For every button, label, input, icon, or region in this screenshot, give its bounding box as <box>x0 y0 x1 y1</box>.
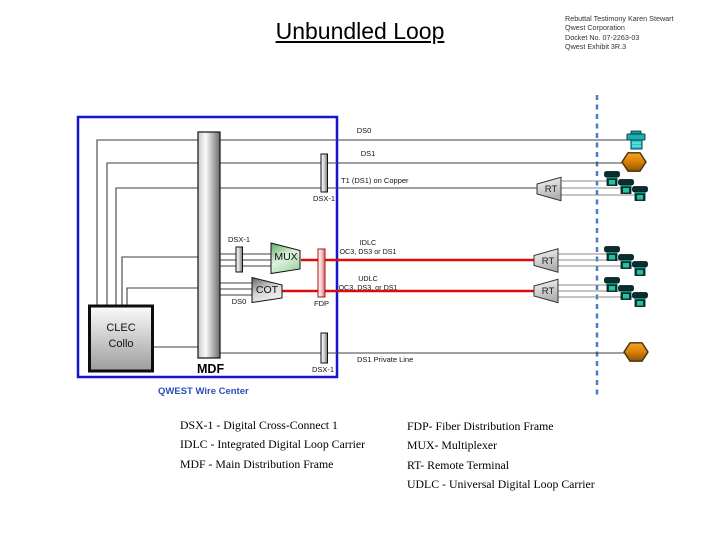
phone-icon <box>618 285 634 300</box>
dsx1-top-label: DSX-1 <box>312 194 336 203</box>
rt-drop-lines <box>558 180 640 298</box>
ds0-feed-label: DS0 <box>231 297 247 306</box>
idlc-detail: OC3, DS3 or DS1 <box>339 247 397 256</box>
rt1-label: RT <box>544 183 558 195</box>
idlc-name: IDLC <box>359 238 377 247</box>
phone-icon <box>604 277 620 292</box>
clec-line1: CLEC <box>106 322 136 334</box>
page-title: Unbundled Loop <box>275 18 445 44</box>
rt3-phone-icons <box>604 277 648 307</box>
legend-item: DSX-1 - Digital Cross-Connect 1 <box>180 418 338 432</box>
wire-center-box <box>76 115 339 379</box>
legend-item: UDLC - Universal Digital Loop Carrier <box>407 476 595 491</box>
clec-collo-box <box>88 304 154 373</box>
ds0-line <box>96 139 627 307</box>
dsx1-top-bar <box>320 153 328 193</box>
udlc-detail: OC3, DS3, or DS1 <box>338 283 398 292</box>
private-line-label: DS1 Private Line <box>357 355 414 364</box>
idlc-label: IDLC OC3, DS3 or DS1 <box>326 238 410 256</box>
ds0-terminal-icon <box>626 130 646 150</box>
legend-item: MDF - Main Distribution Frame <box>180 456 334 471</box>
copper-circuit-lines <box>96 139 627 354</box>
legend-item: MUX- Multiplexer <box>407 438 498 453</box>
mux-feed-line <box>121 256 198 307</box>
rt1-drops <box>561 180 640 196</box>
mdf-bar <box>197 131 221 359</box>
phone-icon <box>618 254 634 269</box>
dsx1-mid-label: DSX-1 <box>227 235 251 244</box>
mdf-to-mux-lines <box>220 253 271 267</box>
phone-icon <box>632 292 648 307</box>
mux-label: MUX <box>274 251 298 263</box>
ds0-label: DS0 <box>356 126 372 135</box>
ds1-line <box>106 162 624 307</box>
cot-label: COT <box>255 284 279 296</box>
mux-shape <box>270 242 301 275</box>
dsx1-bottom-bar <box>320 332 328 364</box>
ds1-label: DS1 <box>360 149 376 158</box>
wire-center-label: QWEST Wire Center <box>158 386 249 397</box>
mdf-label: MDF <box>197 362 225 376</box>
phone-icon <box>604 246 620 261</box>
mdf-to-cot-lines <box>220 282 252 296</box>
phone-icon <box>632 186 648 201</box>
rt3-label: RT <box>541 286 555 297</box>
legend-item: IDLC - Integrated Digital Loop Carrier <box>180 437 366 452</box>
exhibit-header: Rebuttal Testimony Karen Stewart Qwest C… <box>565 14 720 52</box>
udlc-label: UDLC OC3, DS3, or DS1 <box>326 274 410 292</box>
dsx1-mid-bar <box>235 246 243 273</box>
dsx1-bottom-label: DSX-1 <box>311 365 335 374</box>
fdp-label: FDP <box>314 299 329 308</box>
clec-line2: Collo <box>108 337 134 350</box>
t1-label: T1 (DS1) on Copper <box>341 176 409 185</box>
rt2-label: RT <box>541 255 555 267</box>
exhibit-line: Qwest Corporation <box>565 23 625 33</box>
legend-item: FDP- Fiber Distribution Frame <box>407 419 554 433</box>
exhibit-line: Docket No. 07-2263-03 <box>565 32 640 42</box>
legend-item: RT- Remote Terminal <box>407 457 510 472</box>
cot-feed-line <box>126 287 198 307</box>
ds1-hexagon-icon <box>621 152 647 172</box>
cot-shape <box>251 276 283 304</box>
exhibit-line: Qwest Exhibit 3R.3 <box>565 42 627 52</box>
rt2-phone-icons <box>604 246 648 276</box>
t1-line <box>115 187 539 307</box>
phone-icon <box>618 179 634 194</box>
legend-left-column: DSX-1 - Digital Cross-Connect 1 IDLC - I… <box>180 416 365 474</box>
udlc-name: UDLC <box>358 274 378 283</box>
phone-icon <box>604 171 620 186</box>
fdp-bar <box>317 248 326 298</box>
exhibit-line: Rebuttal Testimony Karen Stewart <box>565 14 674 23</box>
rt1-phone-icons <box>604 171 648 201</box>
phone-icon <box>632 261 648 276</box>
clec-collo-label: CLEC Collo <box>89 321 153 352</box>
legend-right-column: FDP- Fiber Distribution Frame MUX- Multi… <box>407 417 595 494</box>
private-line-hexagon-icon <box>623 342 649 362</box>
